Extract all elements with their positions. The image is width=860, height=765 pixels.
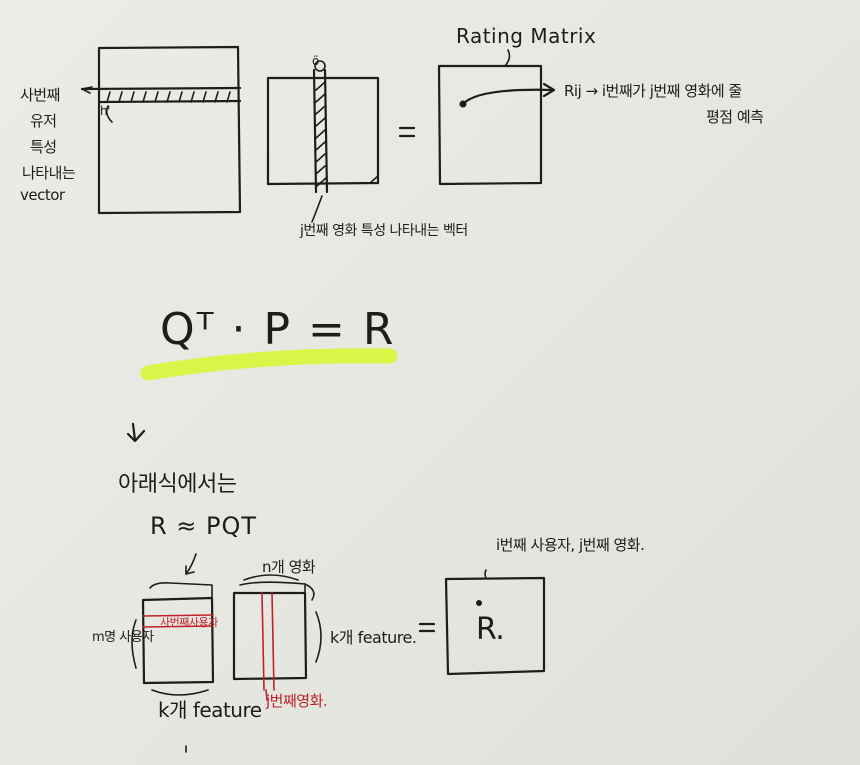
movie-vector-label: j번째 영화 특성 나타내는 벡터: [300, 223, 468, 239]
rating-matrix-title: Rating Matrix: [456, 24, 597, 48]
rating-matrix: [437, 49, 556, 186]
user-label-line4: 나타내는: [22, 164, 76, 182]
main-equation: Qᵀ · P = R: [160, 304, 396, 355]
result-matrix: [444, 569, 546, 676]
right-matrix-red-label: j번째영화.: [266, 692, 328, 710]
result-cell-label: R.: [476, 612, 505, 647]
right-matrix: [232, 574, 322, 701]
rating-cell-label-line2: 평점 예측: [706, 108, 764, 126]
approx-formula: R ≈ PQT: [150, 512, 258, 540]
rating-cell-label: Rij → i번째가 j번째 영화에 줄: [564, 82, 742, 100]
left-matrix-label: m명 사용자: [92, 630, 154, 645]
highlight-stroke: [140, 348, 398, 381]
down-arrow: [126, 422, 146, 443]
user-label-line3: 특성: [30, 138, 57, 156]
user-label-line2: 유저: [30, 112, 57, 130]
user-matrix: [80, 45, 242, 215]
caption-text: 아래식에서는: [118, 472, 237, 497]
equals-sign-top: [398, 126, 416, 138]
equals-sign-bottom: [418, 622, 436, 633]
left-matrix-bottom-label: k개 feature: [158, 698, 262, 722]
left-matrix-red-label: 사번째사용자: [160, 616, 218, 629]
column-marker: ö: [312, 54, 319, 68]
left-matrix: [131, 582, 215, 696]
user-label-line5: vector: [20, 186, 65, 204]
right-matrix-side-label: k개 feature.: [330, 628, 417, 647]
right-matrix-top-label: n개 영화: [262, 558, 316, 576]
user-matrix-annotation: h': [100, 104, 110, 118]
movie-matrix: [266, 60, 380, 223]
result-top-label: i번째 사용자, j번째 영화.: [496, 536, 645, 554]
user-label-line1: 사번째: [20, 86, 60, 104]
